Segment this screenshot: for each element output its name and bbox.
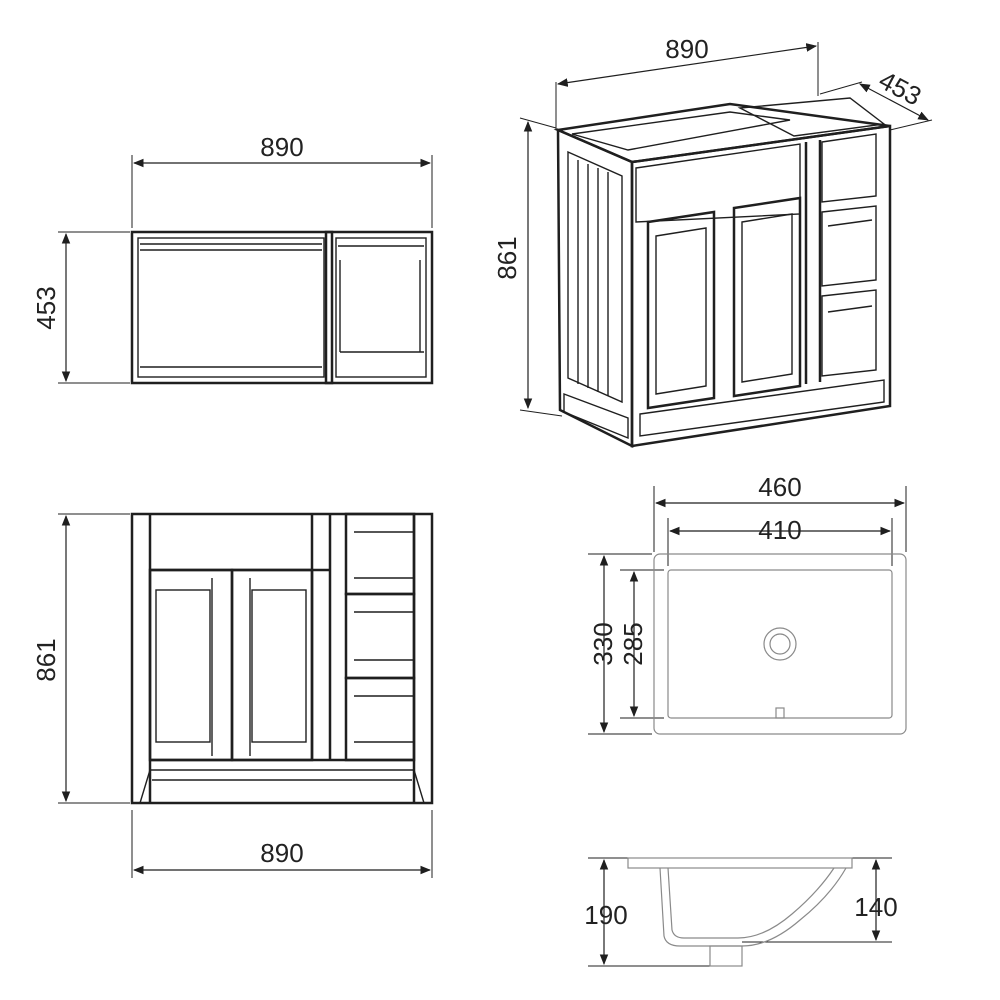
basin-outer-depth-label: 330 <box>588 622 618 665</box>
door-left-panel <box>155 589 211 743</box>
iso-door-right <box>732 196 802 398</box>
basin-inner-depth-label: 285 <box>618 622 648 665</box>
cabinet-top-outline <box>130 230 434 385</box>
top-view-width-label: 890 <box>260 132 303 162</box>
basin-section-rim <box>627 857 853 869</box>
basin-opening <box>571 111 791 151</box>
basin-section-inner <box>667 867 835 939</box>
plinth-cutout <box>139 769 425 804</box>
drain-icon <box>763 627 797 661</box>
iso-drawer-3 <box>821 289 877 377</box>
extension-line <box>519 409 563 417</box>
door-right-panel <box>251 589 307 743</box>
side-plinth <box>563 392 629 440</box>
extension-line <box>519 117 557 129</box>
top-view-depth-label: 453 <box>31 286 61 329</box>
divider-panel <box>324 230 334 385</box>
basin-outer-width-label: 460 <box>758 472 801 502</box>
door-left-panel <box>655 227 707 395</box>
basin-drain-outlet <box>709 945 743 967</box>
basin-inner-width-label: 410 <box>758 515 801 545</box>
basin-plan-view: 460 410 330 285 <box>588 472 907 735</box>
iso-depth-label: 453 <box>874 65 926 112</box>
door-right-panel <box>741 213 793 383</box>
iso-height-label: 861 <box>492 236 522 279</box>
cabinet-side-panel <box>556 128 634 449</box>
basin-section-view: 190 140 <box>584 857 898 967</box>
extension-line <box>889 119 933 131</box>
iso-drawer-2 <box>821 205 877 287</box>
front-drawer-2 <box>344 592 416 680</box>
section-bowl-height-label: 140 <box>854 892 897 922</box>
basin-compartment <box>137 237 325 378</box>
iso-width-label: 890 <box>665 34 708 64</box>
front-door-left <box>148 568 234 762</box>
basin-outer-rim <box>653 553 907 735</box>
drawer-top-opening <box>737 97 886 137</box>
front-door-right <box>230 568 314 762</box>
side-panel-inset <box>567 150 623 404</box>
drain-inner <box>769 633 791 655</box>
top-view: 890 453 <box>31 132 434 385</box>
iso-drawer-1 <box>821 133 877 203</box>
front-drawer-1 <box>344 512 416 596</box>
iso-width-dimension-line <box>556 43 818 87</box>
cabinet-front-outline <box>130 512 434 805</box>
overflow-icon <box>775 707 785 719</box>
front-height-label: 861 <box>31 638 61 681</box>
cabinet-front-face <box>630 124 892 448</box>
extension-line <box>819 81 863 95</box>
iso-door-left <box>646 210 716 410</box>
front-view: 861 890 <box>31 512 434 878</box>
front-drawer-3 <box>344 676 416 762</box>
basin-bowl <box>667 569 893 719</box>
basin-section-bowl <box>659 867 847 947</box>
iso-depth-dimension-line <box>859 83 929 121</box>
front-top-rail <box>635 143 801 223</box>
drawer-edge <box>827 219 873 227</box>
front-plinth <box>639 379 885 437</box>
section-total-height-label: 190 <box>584 900 627 930</box>
drawer-edge <box>827 305 873 313</box>
iso-view: 890 453 861 <box>492 34 933 449</box>
front-width-label: 890 <box>260 838 303 868</box>
drawer-compartment <box>335 237 427 378</box>
